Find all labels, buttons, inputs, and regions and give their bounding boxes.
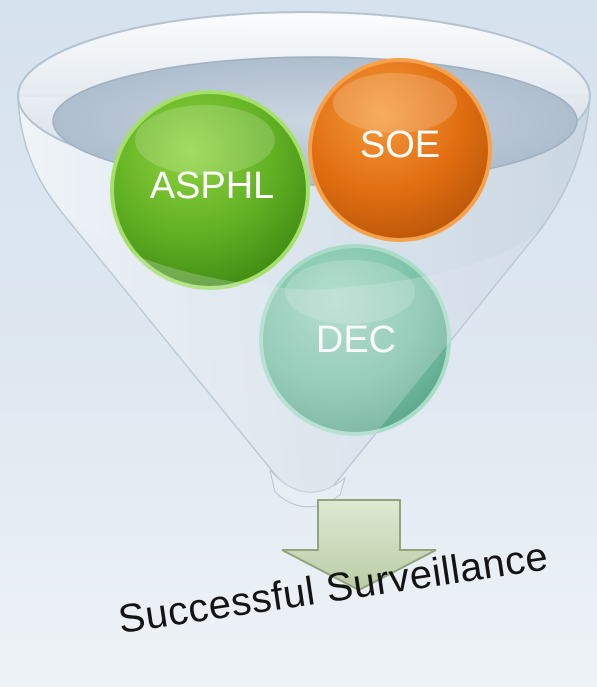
circle-asphl: ASPHL [110,90,310,290]
circle-dec: DEC [259,244,451,436]
funnel-front-glass [60,210,540,494]
soe-label: SOE [360,124,440,166]
circle-soe: SOE [308,58,492,242]
asphl-label: ASPHL [150,165,275,207]
funnel-spout [269,469,346,508]
down-arrow [281,499,437,592]
dec-label: DEC [316,319,396,361]
